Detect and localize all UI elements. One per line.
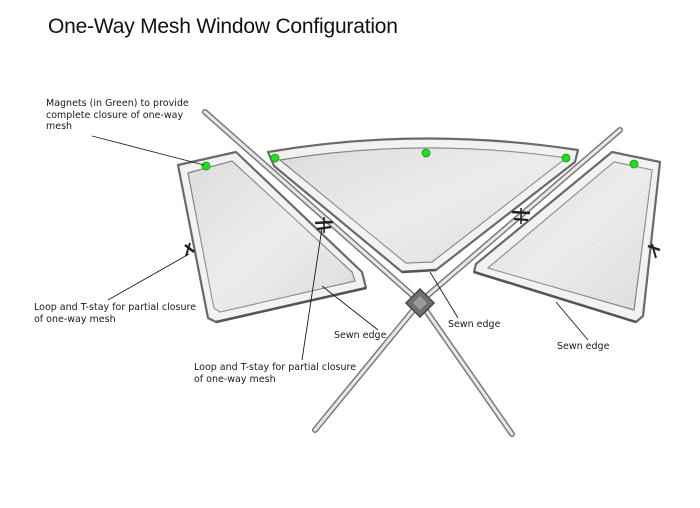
frame-poles	[202, 109, 623, 437]
leader-loop-left	[107, 253, 190, 301]
leader-magnets	[91, 135, 205, 166]
t-stay-center-left	[314, 217, 334, 233]
leader-sewn-middle	[429, 271, 459, 319]
callout-sewn-center: Sewn edge	[334, 330, 387, 341]
callout-magnets: Magnets (in Green) to provide complete c…	[46, 98, 189, 132]
callout-loop-left: Loop and T-stay for partial closure of o…	[34, 302, 197, 325]
frame-pole-right-upper-highlight	[418, 128, 622, 304]
left-mesh-panel	[176, 150, 368, 324]
right-mesh-panel	[472, 150, 662, 324]
magnet-left-panel	[201, 161, 211, 171]
leader-lines	[91, 135, 589, 361]
magnets	[201, 148, 639, 171]
center-mesh-panel	[266, 137, 580, 274]
t-stay-center-right	[511, 208, 531, 224]
left-sewn-edge	[215, 286, 367, 324]
diagram-title: One-Way Mesh Window Configuration	[48, 15, 398, 38]
frame-pole-right-lower-highlight	[418, 300, 514, 436]
right-sewn-edge	[473, 270, 637, 324]
frame-hub	[405, 288, 435, 318]
leader-sewn-center	[321, 285, 379, 331]
callout-loop-center: Loop and T-stay for partial closure of o…	[194, 362, 357, 385]
magnet-center-middle	[421, 148, 431, 158]
callout-sewn-right: Sewn edge	[557, 341, 610, 352]
t-stay-left-edge	[184, 242, 195, 257]
leader-sewn-right	[555, 301, 589, 341]
magnet-right-panel	[629, 159, 639, 169]
center-sewn-edge	[401, 268, 437, 274]
magnet-center-left	[270, 153, 280, 163]
leader-loop-center	[301, 227, 323, 361]
frame-pole-left-lower-highlight	[313, 300, 422, 432]
t-stay-right-edge	[647, 243, 661, 259]
callout-sewn-middle: Sewn edge	[448, 319, 501, 330]
frame-pole-left-upper-highlight	[203, 110, 422, 304]
magnet-center-right	[561, 153, 571, 163]
loop-t-stay-fittings	[184, 208, 661, 259]
